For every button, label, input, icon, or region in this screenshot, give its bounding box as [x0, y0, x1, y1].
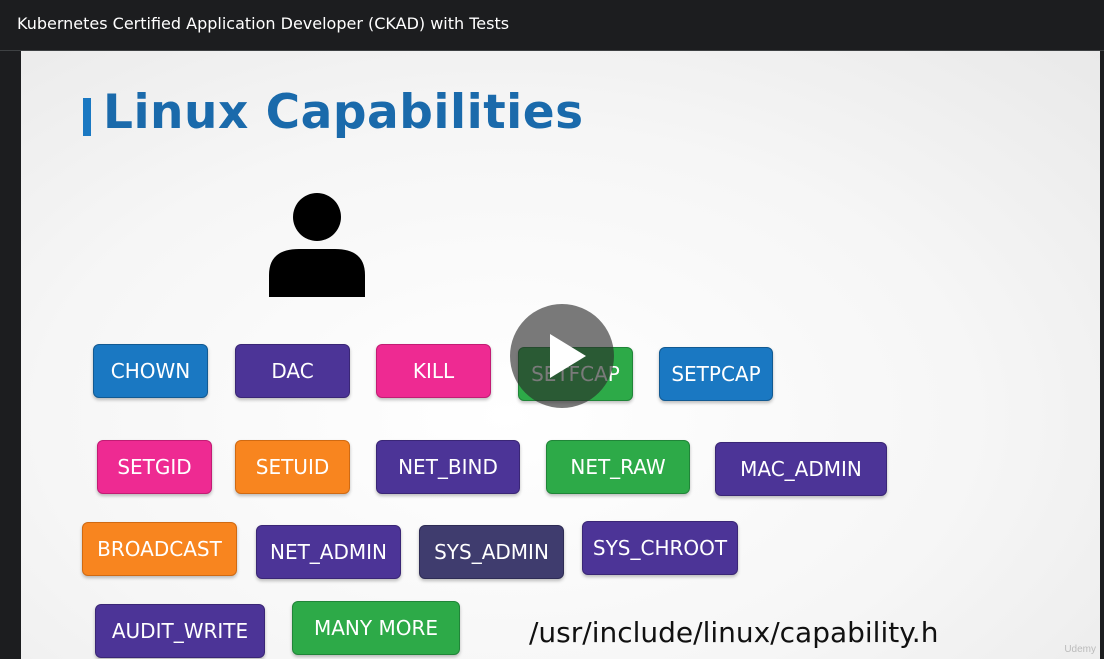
- play-icon: [550, 334, 586, 378]
- title-accent-bar: [83, 98, 91, 136]
- capability-mac-admin: MAC_ADMIN: [715, 442, 887, 496]
- video-player[interactable]: Linux Capabilities CHOWN DAC KILL SETFCA…: [0, 51, 1104, 659]
- play-button[interactable]: [510, 304, 614, 408]
- course-header: Kubernetes Certified Application Develop…: [0, 0, 1104, 51]
- capability-setgid: SETGID: [97, 440, 212, 494]
- capability-setuid: SETUID: [235, 440, 350, 494]
- capability-broadcast: BROADCAST: [82, 522, 237, 576]
- capability-setpcap: SETPCAP: [659, 347, 773, 401]
- capability-kill: KILL: [376, 344, 491, 398]
- capability-net-admin: NET_ADMIN: [256, 525, 401, 579]
- capability-sys-chroot: SYS_CHROOT: [582, 521, 738, 575]
- capability-audit-write: AUDIT_WRITE: [95, 604, 265, 658]
- capability-header-path: /usr/include/linux/capability.h: [529, 616, 939, 649]
- slide-title: Linux Capabilities: [103, 85, 584, 140]
- udemy-watermark: Udemy: [1064, 644, 1096, 655]
- capability-net-bind: NET_BIND: [376, 440, 520, 494]
- lecture-slide: Linux Capabilities CHOWN DAC KILL SETFCA…: [21, 51, 1100, 659]
- capability-chown: CHOWN: [93, 344, 208, 398]
- capability-dac: DAC: [235, 344, 350, 398]
- capability-many-more: MANY MORE: [292, 601, 460, 655]
- course-title: Kubernetes Certified Application Develop…: [17, 14, 510, 33]
- capability-net-raw: NET_RAW: [546, 440, 690, 494]
- person-icon: [269, 193, 365, 297]
- capability-sys-admin: SYS_ADMIN: [419, 525, 564, 579]
